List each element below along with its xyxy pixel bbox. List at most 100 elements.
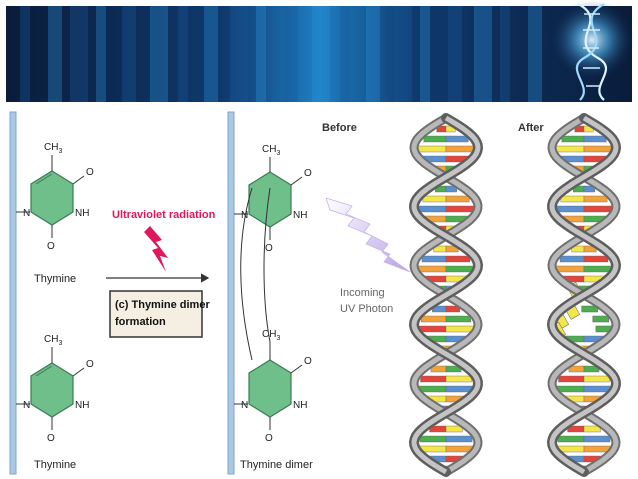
oxygen-label: O: [265, 433, 273, 444]
methyl-label: CH3: [44, 334, 62, 347]
banner-stripe: [448, 6, 462, 102]
base-pair: [445, 195, 470, 203]
base-pair: [583, 255, 609, 263]
base-pair: [555, 265, 585, 273]
base-pair: [592, 315, 610, 323]
base-pair: [558, 375, 585, 383]
nh-label: NH: [293, 400, 307, 411]
banner-stripe: [312, 6, 330, 102]
oxygen-label: O: [304, 168, 312, 179]
thymine-top: CH3 O NH N O Thymine: [16, 142, 94, 285]
base-pair: [445, 425, 463, 433]
base-pair: [417, 145, 447, 153]
banner-stripe: [122, 6, 136, 102]
nh-label: NH: [75, 400, 89, 411]
banner-stripe: [204, 6, 218, 102]
methyl-label: CH3: [44, 142, 62, 155]
base-pair: [445, 375, 472, 383]
base-pair: [445, 305, 460, 313]
base-pair: [418, 385, 447, 393]
banner-stripe: [70, 6, 88, 102]
reaction-label-line2: formation: [115, 316, 166, 328]
base-pair: [583, 265, 613, 273]
oxygen-label: O: [86, 167, 94, 178]
banner-stripe: [178, 6, 188, 102]
after-label: After: [518, 122, 544, 134]
base-pair: [445, 205, 475, 213]
dna-helix-before: [408, 113, 484, 477]
base-pair: [445, 325, 475, 333]
sugar-backbone-right: [227, 111, 235, 475]
thymine-dimer: CH3 O NH N O CH3 O NH N O Thymine dimer: [234, 144, 313, 471]
oxygen-label: O: [47, 433, 55, 444]
uv-photon: Incoming UV Photon: [325, 197, 411, 315]
base-pair: [581, 305, 598, 313]
base-pair: [557, 435, 585, 443]
base-pair: [445, 255, 471, 263]
base-pair: [559, 255, 585, 263]
nitrogen-label: N: [241, 210, 248, 221]
base-pair: [421, 255, 447, 263]
uv-radiation-label: Ultraviolet radiation: [112, 209, 216, 221]
base-pair: [419, 435, 447, 443]
nh-label: NH: [293, 210, 307, 221]
banner-stripe: [96, 6, 106, 102]
photon-label-line2: UV Photon: [340, 303, 393, 315]
methyl-label: CH3: [262, 144, 280, 157]
dimer-bond: [240, 187, 253, 361]
base-pair: [417, 265, 447, 273]
base-pair: [556, 385, 585, 393]
header-banner: [6, 0, 634, 102]
thymine-top-caption: Thymine: [34, 273, 76, 285]
base-pair: [583, 375, 610, 383]
base-pair: [555, 145, 585, 153]
sugar-backbone-left: [9, 111, 17, 475]
base-pair: [445, 135, 469, 143]
banner-stripe: [230, 6, 248, 102]
banner-stripe: [256, 6, 266, 102]
base-pair: [445, 185, 457, 193]
base-pair: [560, 195, 585, 203]
banner-stripe: [48, 6, 62, 102]
photon-label-line1: Incoming: [340, 287, 385, 299]
base-pair: [561, 135, 585, 143]
base-pair: [583, 205, 613, 213]
base-pair: [445, 265, 475, 273]
oxygen-label: O: [86, 359, 94, 370]
base-pair: [420, 375, 447, 383]
banner-stripe: [366, 6, 380, 102]
thymine-dimer-caption: Thymine dimer: [240, 459, 313, 471]
helix-strand-highlight: [411, 115, 481, 475]
lightning-icon: [144, 226, 168, 272]
reaction-label-line1: (c) Thymine dimer: [115, 299, 210, 311]
banner-stripe: [340, 6, 350, 102]
thymine-bottom: CH3 O NH N O Thymine: [16, 334, 94, 471]
nitrogen-label: N: [241, 400, 248, 411]
banner-stripe: [20, 6, 30, 102]
base-pair: [423, 135, 447, 143]
oxygen-label: O: [304, 356, 312, 367]
nitrogen-label: N: [23, 400, 30, 411]
base-pair: [421, 315, 447, 323]
base-pair: [417, 205, 447, 213]
base-pair: [417, 325, 447, 333]
nitrogen-label: N: [23, 208, 30, 219]
reaction-label-box: [109, 290, 203, 338]
base-pair: [583, 425, 601, 433]
base-pair: [422, 195, 447, 203]
methyl-label: CH3: [262, 329, 280, 342]
reaction-arrow-group: Ultraviolet radiation (c) Thymine dimer …: [106, 209, 216, 338]
base-pair: [555, 205, 585, 213]
base-pair: [583, 135, 607, 143]
dna-helix-after: [546, 113, 622, 477]
base-pair: [445, 145, 475, 153]
oxygen-label: O: [265, 243, 273, 254]
banner-stripe: [474, 6, 492, 102]
base-pair: [583, 435, 611, 443]
banner-stripe: [284, 6, 298, 102]
photon-wave-icon: [325, 197, 411, 273]
thymine-bottom-caption: Thymine: [34, 459, 76, 471]
base-pair: [445, 435, 473, 443]
